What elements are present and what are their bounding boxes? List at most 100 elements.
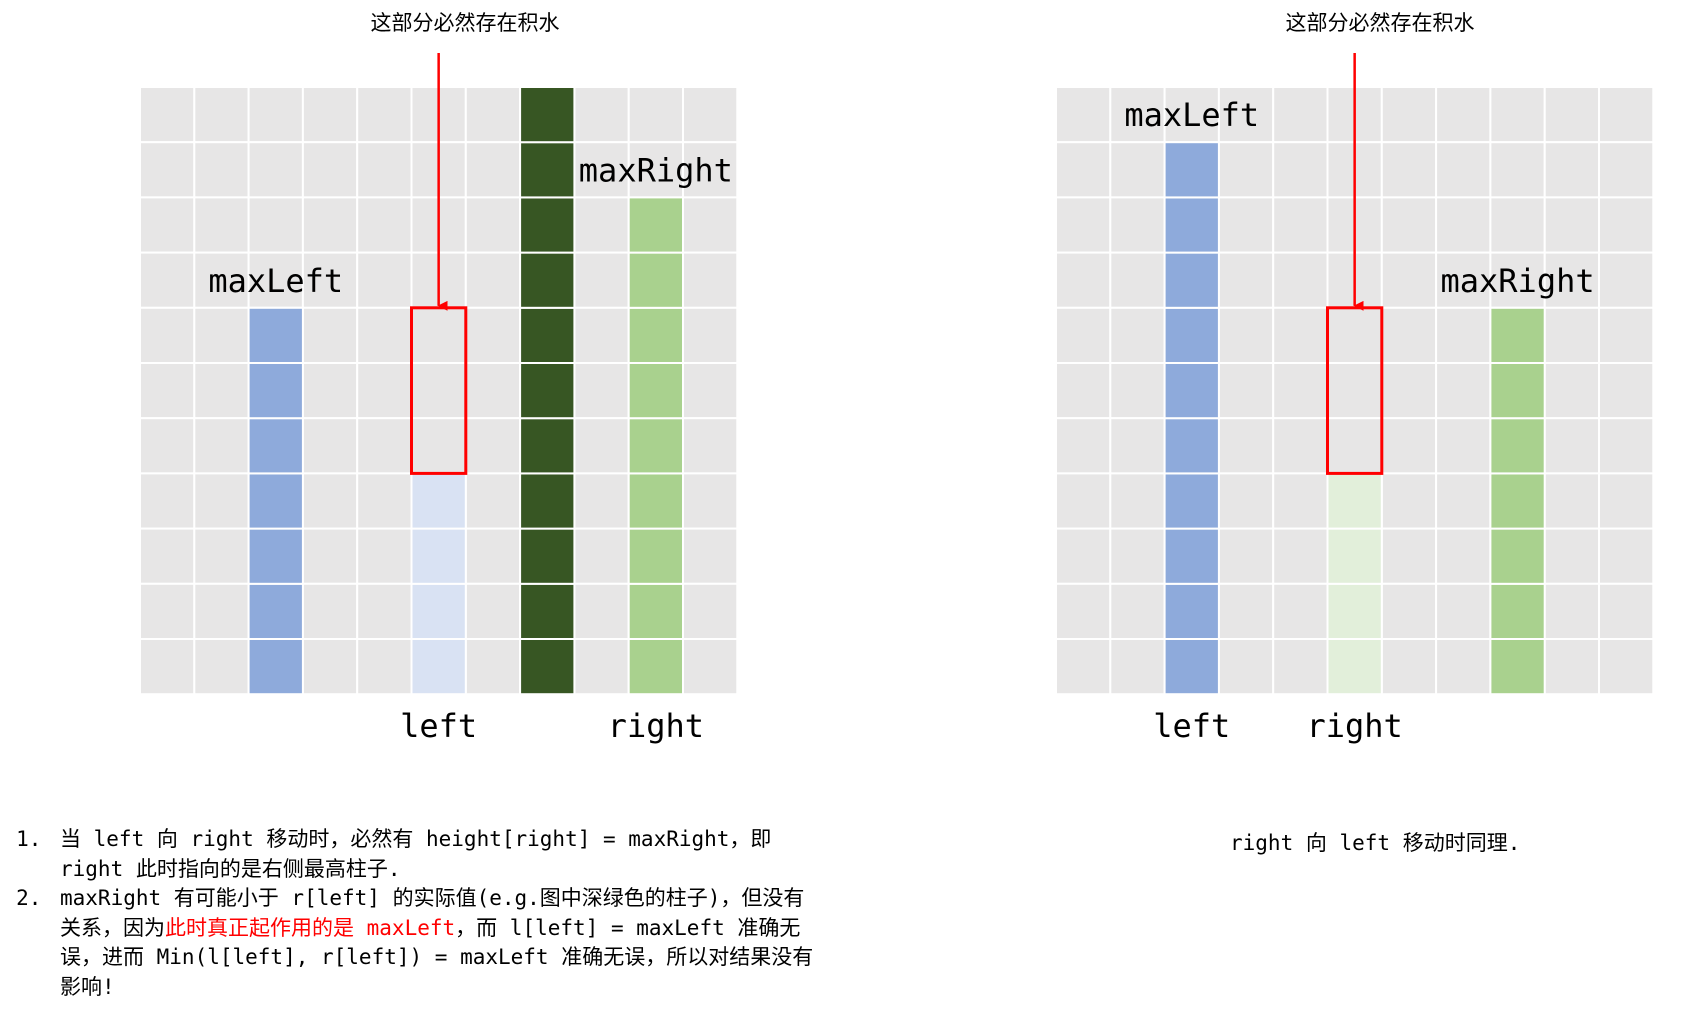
- grid-cell: [139, 527, 196, 585]
- grid-cell: [1543, 527, 1600, 585]
- grid-cell: [139, 306, 196, 364]
- column-cell: [627, 582, 685, 640]
- grid-cell: [573, 251, 630, 309]
- column-cell: [627, 362, 685, 420]
- note-item-2-line-3: 误，进而 Min(l[left], r[left]) = maxLeft 准确无…: [60, 945, 814, 969]
- grid-cell: [410, 417, 467, 475]
- grid-cell: [139, 86, 196, 144]
- grid-cell: [1109, 251, 1166, 309]
- grid-cell: [1598, 362, 1655, 420]
- column-cell: [1163, 196, 1220, 254]
- column-cell: [1163, 638, 1220, 696]
- grid-cell: [410, 306, 467, 364]
- grid-cell: [193, 472, 250, 530]
- column-cell: [519, 527, 576, 585]
- grid-cell: [1272, 582, 1329, 640]
- grid-cell: [1217, 251, 1275, 309]
- grid-cell: [1217, 472, 1275, 530]
- column-cell: [627, 306, 685, 364]
- note-item-2-line-2-post: ，而 l[left] = maxLeft 准确无: [455, 915, 801, 940]
- explanation-list: 当 left 向 right 移动时，必然有 height[right] = m…: [8, 825, 974, 1002]
- max-left-label: maxLeft: [1124, 96, 1259, 134]
- grid-cell: [1380, 638, 1438, 696]
- grid-cell: [1543, 362, 1600, 420]
- column-cell: [519, 472, 576, 530]
- column-cell: [1163, 472, 1220, 530]
- column-cell: [247, 527, 304, 585]
- grid-cell: [1217, 417, 1275, 475]
- grid-cell: [193, 638, 250, 696]
- grid-cell: [1272, 638, 1329, 696]
- grid-cell: [410, 362, 467, 420]
- grid-cell: [1543, 638, 1600, 696]
- grid-cell: [464, 472, 522, 530]
- grid-cell: [1055, 86, 1112, 144]
- column-cell: [1489, 638, 1546, 696]
- note-item-2-line-2-pre: 关系，因为: [60, 915, 165, 940]
- column-cell: [1163, 141, 1220, 199]
- grid-cell: [1055, 196, 1112, 254]
- grid-cell: [139, 196, 196, 254]
- column-cell: [247, 306, 304, 364]
- grid-cell: [682, 472, 739, 530]
- grid-cell: [573, 141, 630, 199]
- grid-cell: [1272, 306, 1329, 364]
- grid-cell: [1380, 527, 1438, 585]
- grid-cell: [1435, 582, 1492, 640]
- column-cell: [1489, 417, 1546, 475]
- grid-cell: [573, 306, 630, 364]
- grid-cell: [1380, 362, 1438, 420]
- column-cell: [247, 472, 304, 530]
- left-pointer-label: left: [1153, 707, 1230, 745]
- water-annotation-caption: 这部分必然存在积水: [371, 11, 560, 35]
- note-item-1-line-1: 当 left 向 right 移动时，必然有 height[right] = m…: [60, 827, 772, 851]
- column-cell: [410, 472, 467, 530]
- grid-cell: [1543, 196, 1600, 254]
- grid-cell: [1598, 417, 1655, 475]
- grid-cell: [1489, 86, 1546, 144]
- note-item-2-line-1: maxRight 有可能小于 r[left] 的实际值(e.g.图中深绿色的柱子…: [60, 886, 805, 910]
- grid-cell: [301, 196, 359, 254]
- column-cell: [519, 86, 576, 144]
- grid-cell: [1109, 306, 1166, 364]
- grid-cell: [301, 527, 359, 585]
- grid-cell: [1598, 638, 1655, 696]
- grid-cell: [301, 141, 359, 199]
- grid-cell: [1543, 582, 1600, 640]
- grid-cell: [1380, 417, 1438, 475]
- grid-cell: [1055, 638, 1112, 696]
- grid-cell: [1109, 417, 1166, 475]
- grid-cell: [1489, 196, 1546, 254]
- grid-cell: [1272, 196, 1329, 254]
- left-pointer-label: left: [400, 707, 477, 745]
- column-cell: [519, 362, 576, 420]
- grid-cell: [1109, 362, 1166, 420]
- grid-cell: [1272, 527, 1329, 585]
- column-cell: [627, 527, 685, 585]
- grid-cell: [1272, 472, 1329, 530]
- grid-cell: [1435, 527, 1492, 585]
- grid-cell: [356, 582, 413, 640]
- grid-cell: [356, 141, 413, 199]
- grid-cell: [1109, 527, 1166, 585]
- max-right-label: maxRight: [579, 151, 733, 189]
- column-cell: [247, 417, 304, 475]
- note-item-1-line-2: right 此时指向的是右侧最高柱子.: [60, 856, 401, 881]
- column-cell: [247, 638, 304, 696]
- grid-cell: [1435, 196, 1492, 254]
- column-cell: [1489, 472, 1546, 530]
- grid-cell: [573, 417, 630, 475]
- column-cell: [1489, 527, 1546, 585]
- grid-cell: [682, 638, 739, 696]
- water-annotation-caption: 这部分必然存在积水: [1286, 11, 1475, 35]
- right-pointer-label: right: [1306, 707, 1402, 745]
- grid-cell: [464, 638, 522, 696]
- grid-cell: [682, 527, 739, 585]
- grid-cell: [1598, 582, 1655, 640]
- grid-cell: [193, 417, 250, 475]
- column-cell: [1163, 582, 1220, 640]
- grid-cell: [682, 196, 739, 254]
- grid-cell: [1380, 141, 1438, 199]
